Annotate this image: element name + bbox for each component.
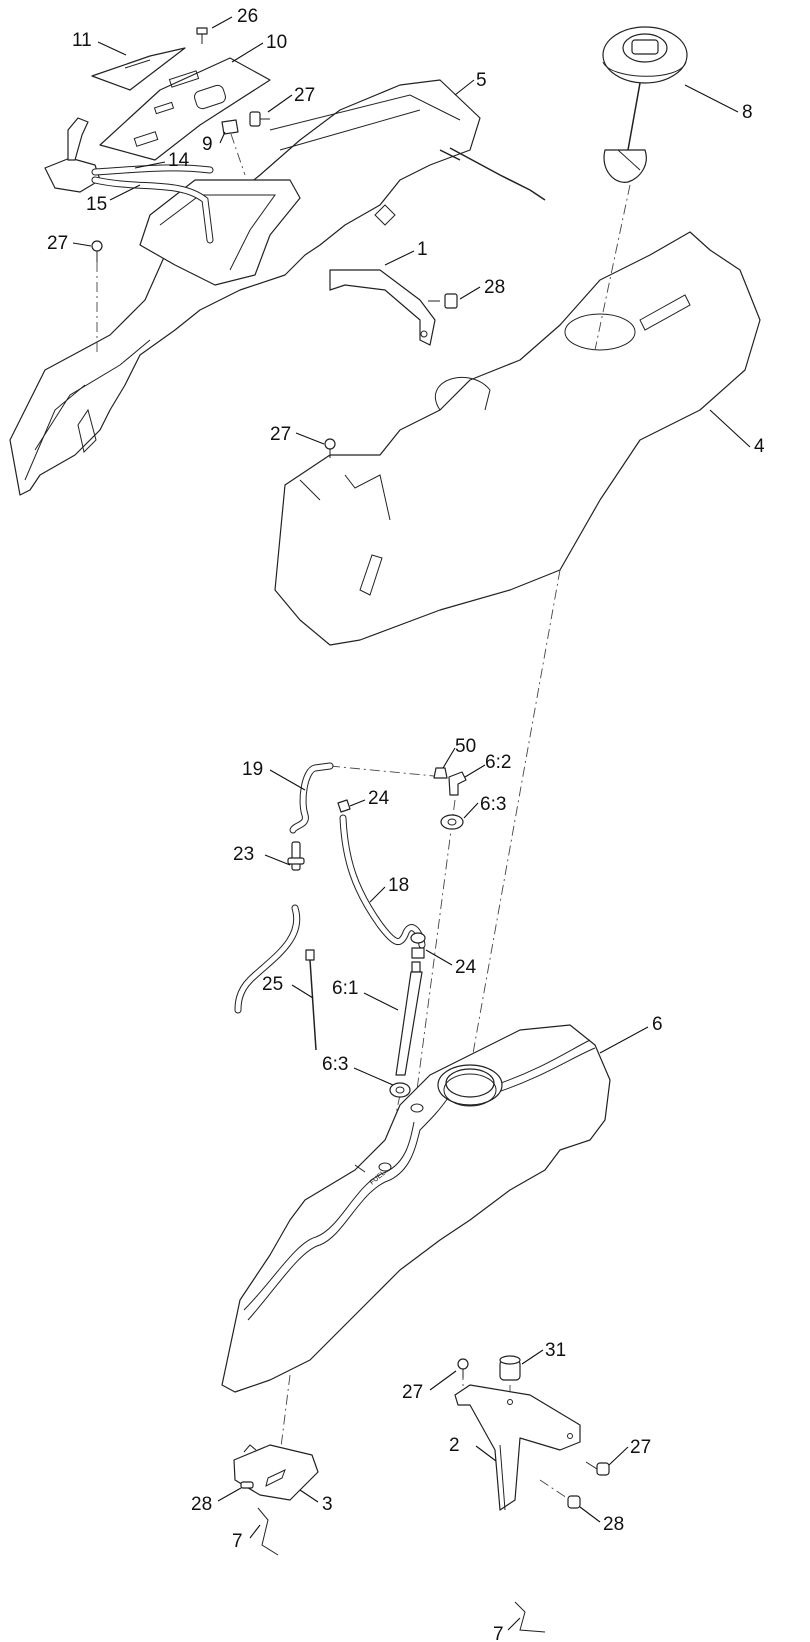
- part-23-hose-lower: [234, 904, 301, 1014]
- frame-shroud: [9, 79, 481, 496]
- frame-slot: [439, 149, 461, 161]
- callout-28-bottom: 28: [603, 1514, 624, 1535]
- centerline-cap: [594, 184, 631, 351]
- callout-18: 18: [388, 875, 409, 896]
- part-27-screw-left: [91, 240, 103, 262]
- part-6-3-grommet-upper: [440, 814, 464, 830]
- part-6-1-pickup-tube: [395, 961, 423, 1076]
- part-6-2-elbow: [448, 771, 467, 796]
- part-23-fitting: [287, 841, 305, 871]
- leader-lines: [72, 16, 751, 1631]
- part-50-tee: [433, 767, 448, 779]
- part-24-clamp-upper: [337, 799, 351, 813]
- callout-14: 14: [168, 150, 190, 171]
- callout-8: 8: [742, 102, 753, 123]
- throttle-cable: [449, 147, 546, 201]
- callout-1: 1: [417, 239, 428, 260]
- part-28-screw-bottom: [567, 1495, 581, 1509]
- callout-27-left: 27: [47, 233, 68, 254]
- callout-28-left: 28: [191, 1494, 212, 1515]
- callout-27-bottom-left: 27: [402, 1382, 423, 1403]
- callout-25: 25: [262, 974, 283, 995]
- part-19-vent-hose: [289, 762, 334, 834]
- part-9-clip: [221, 119, 239, 135]
- part-1-bracket: [329, 269, 436, 346]
- part-7-clip-left: [257, 1507, 279, 1556]
- part-3-bracket: [233, 1444, 319, 1501]
- callout-27-bottom-right: 27: [630, 1437, 651, 1458]
- part-31-bumper: [499, 1355, 521, 1381]
- callout-3: 3: [322, 1494, 333, 1515]
- part-6-3-grommet-lower: [389, 1082, 411, 1098]
- callout-24-upper: 24: [368, 788, 390, 809]
- fuel-valve-assembly: [44, 117, 214, 244]
- callout-27-pan: 27: [270, 424, 291, 445]
- centerline-tank: [469, 569, 561, 1071]
- part-18-fuel-hose: [339, 814, 426, 949]
- centerline-28c: [539, 1479, 571, 1501]
- part-24-clamp-lower: [410, 932, 426, 959]
- callout-23: 23: [233, 844, 254, 865]
- callout-27-top: 27: [294, 85, 315, 106]
- part-10-plate: [99, 57, 271, 161]
- part-4-tank-pan: [274, 231, 761, 646]
- part-26-screw: [196, 27, 208, 44]
- part-2-bracket: [454, 1384, 581, 1511]
- callout-24-lower: 24: [455, 957, 477, 978]
- callout-10: 10: [266, 32, 287, 53]
- callout-28-upper: 28: [484, 277, 505, 298]
- callout-26: 26: [237, 6, 258, 27]
- callout-labels: 11 26 10 5 8 27 9 14 15 27 1 28 27 4 50 …: [47, 6, 765, 1642]
- part-25-cable-tie: [305, 949, 317, 1051]
- callout-11: 11: [72, 30, 92, 51]
- part-28-screw-upper: [428, 293, 458, 309]
- callout-6: 6: [652, 1014, 663, 1035]
- callout-6-3-upper: 6:3: [480, 794, 506, 815]
- callout-6-1: 6:1: [332, 978, 358, 999]
- callout-2: 2: [449, 1435, 460, 1456]
- callout-6-3-lower: 6:3: [322, 1054, 348, 1075]
- part-27-screw-top: [249, 111, 270, 127]
- callout-31: 31: [545, 1340, 566, 1361]
- part-11-decal: [91, 47, 186, 91]
- part-27-screw-bottom-right: [585, 1461, 610, 1476]
- centerline-3: [279, 1374, 291, 1456]
- callout-9: 9: [202, 134, 213, 155]
- callout-19: 19: [242, 759, 263, 780]
- callout-15: 15: [86, 194, 107, 215]
- part-27-screw-bottom-left: [457, 1358, 469, 1378]
- callout-6-2: 6:2: [485, 752, 511, 773]
- callout-7-right: 7: [493, 1624, 504, 1642]
- callout-50: 50: [455, 736, 476, 757]
- part-8-fuel-cap: [602, 26, 688, 183]
- part-7-clip-right: [514, 1601, 546, 1633]
- centerline-9: [230, 133, 246, 176]
- callout-7-left: 7: [232, 1531, 243, 1552]
- callout-5: 5: [476, 70, 487, 91]
- part-6-fuel-tank: FUEL: [221, 1024, 611, 1393]
- part-27-screw-pan: [324, 438, 336, 458]
- callout-4: 4: [754, 436, 765, 457]
